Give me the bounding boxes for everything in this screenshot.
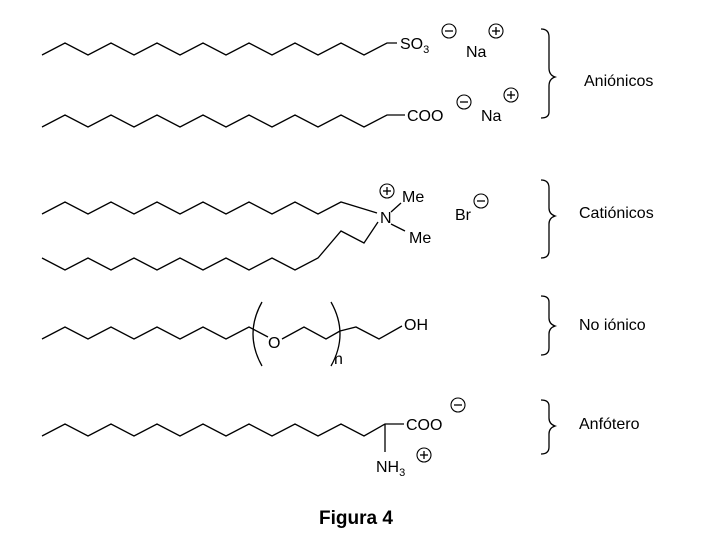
ammonium-group: NH3 (376, 459, 405, 479)
minus-charge (441, 23, 457, 39)
amphoteric-molecule: COO NH3 (41, 397, 466, 479)
sodium-ion: Na (466, 44, 487, 61)
repeat-index: n (334, 351, 343, 368)
category-label-amphoteric: Anfótero (579, 416, 640, 433)
nitrogen-atom: N (380, 210, 392, 227)
brace-cationic (540, 179, 558, 259)
carboxylate-group: COO (406, 417, 442, 434)
plus-charge (503, 87, 519, 103)
figure-caption: Figura 4 (319, 508, 393, 529)
minus-charge (450, 397, 466, 413)
category-label-anionic: Aniónicos (584, 73, 653, 90)
cationic-molecule: N Me Me Br (41, 183, 489, 271)
methyl-group: Me (402, 189, 424, 206)
category-label-cationic: Catiónicos (579, 205, 654, 222)
brace-nonionic (540, 295, 558, 356)
methyl-group: Me (409, 230, 431, 247)
alkyl-chain (41, 423, 404, 437)
anionic-carboxylate-molecule: COO Na (41, 87, 519, 128)
plus-charge (488, 23, 504, 39)
alkyl-chain (41, 114, 405, 128)
sulfonate-group: SO3 (400, 36, 429, 56)
bromide-ion: Br (455, 207, 472, 224)
alkyl-chain (41, 42, 397, 56)
brace-anionic (540, 28, 558, 119)
brace-amphoteric (540, 399, 558, 455)
minus-charge (473, 193, 489, 209)
alkyl-chain-upper (41, 201, 378, 215)
nonionic-molecule: O n OH (41, 301, 428, 368)
minus-charge (456, 94, 472, 110)
sodium-ion: Na (481, 108, 502, 125)
open-parenthesis (252, 301, 263, 367)
plus-charge (379, 183, 395, 199)
carboxylate-group: COO (407, 108, 443, 125)
category-label-nonionic: No iónico (579, 317, 646, 334)
hydroxyl-group: OH (404, 317, 428, 334)
oxygen-atom: O (268, 335, 280, 352)
plus-charge (416, 447, 432, 463)
anionic-sulfonate-molecule: SO3 Na (41, 23, 504, 61)
alkyl-chain-lower (41, 221, 379, 271)
close-parenthesis (330, 301, 341, 367)
alkyl-chain (41, 326, 269, 340)
